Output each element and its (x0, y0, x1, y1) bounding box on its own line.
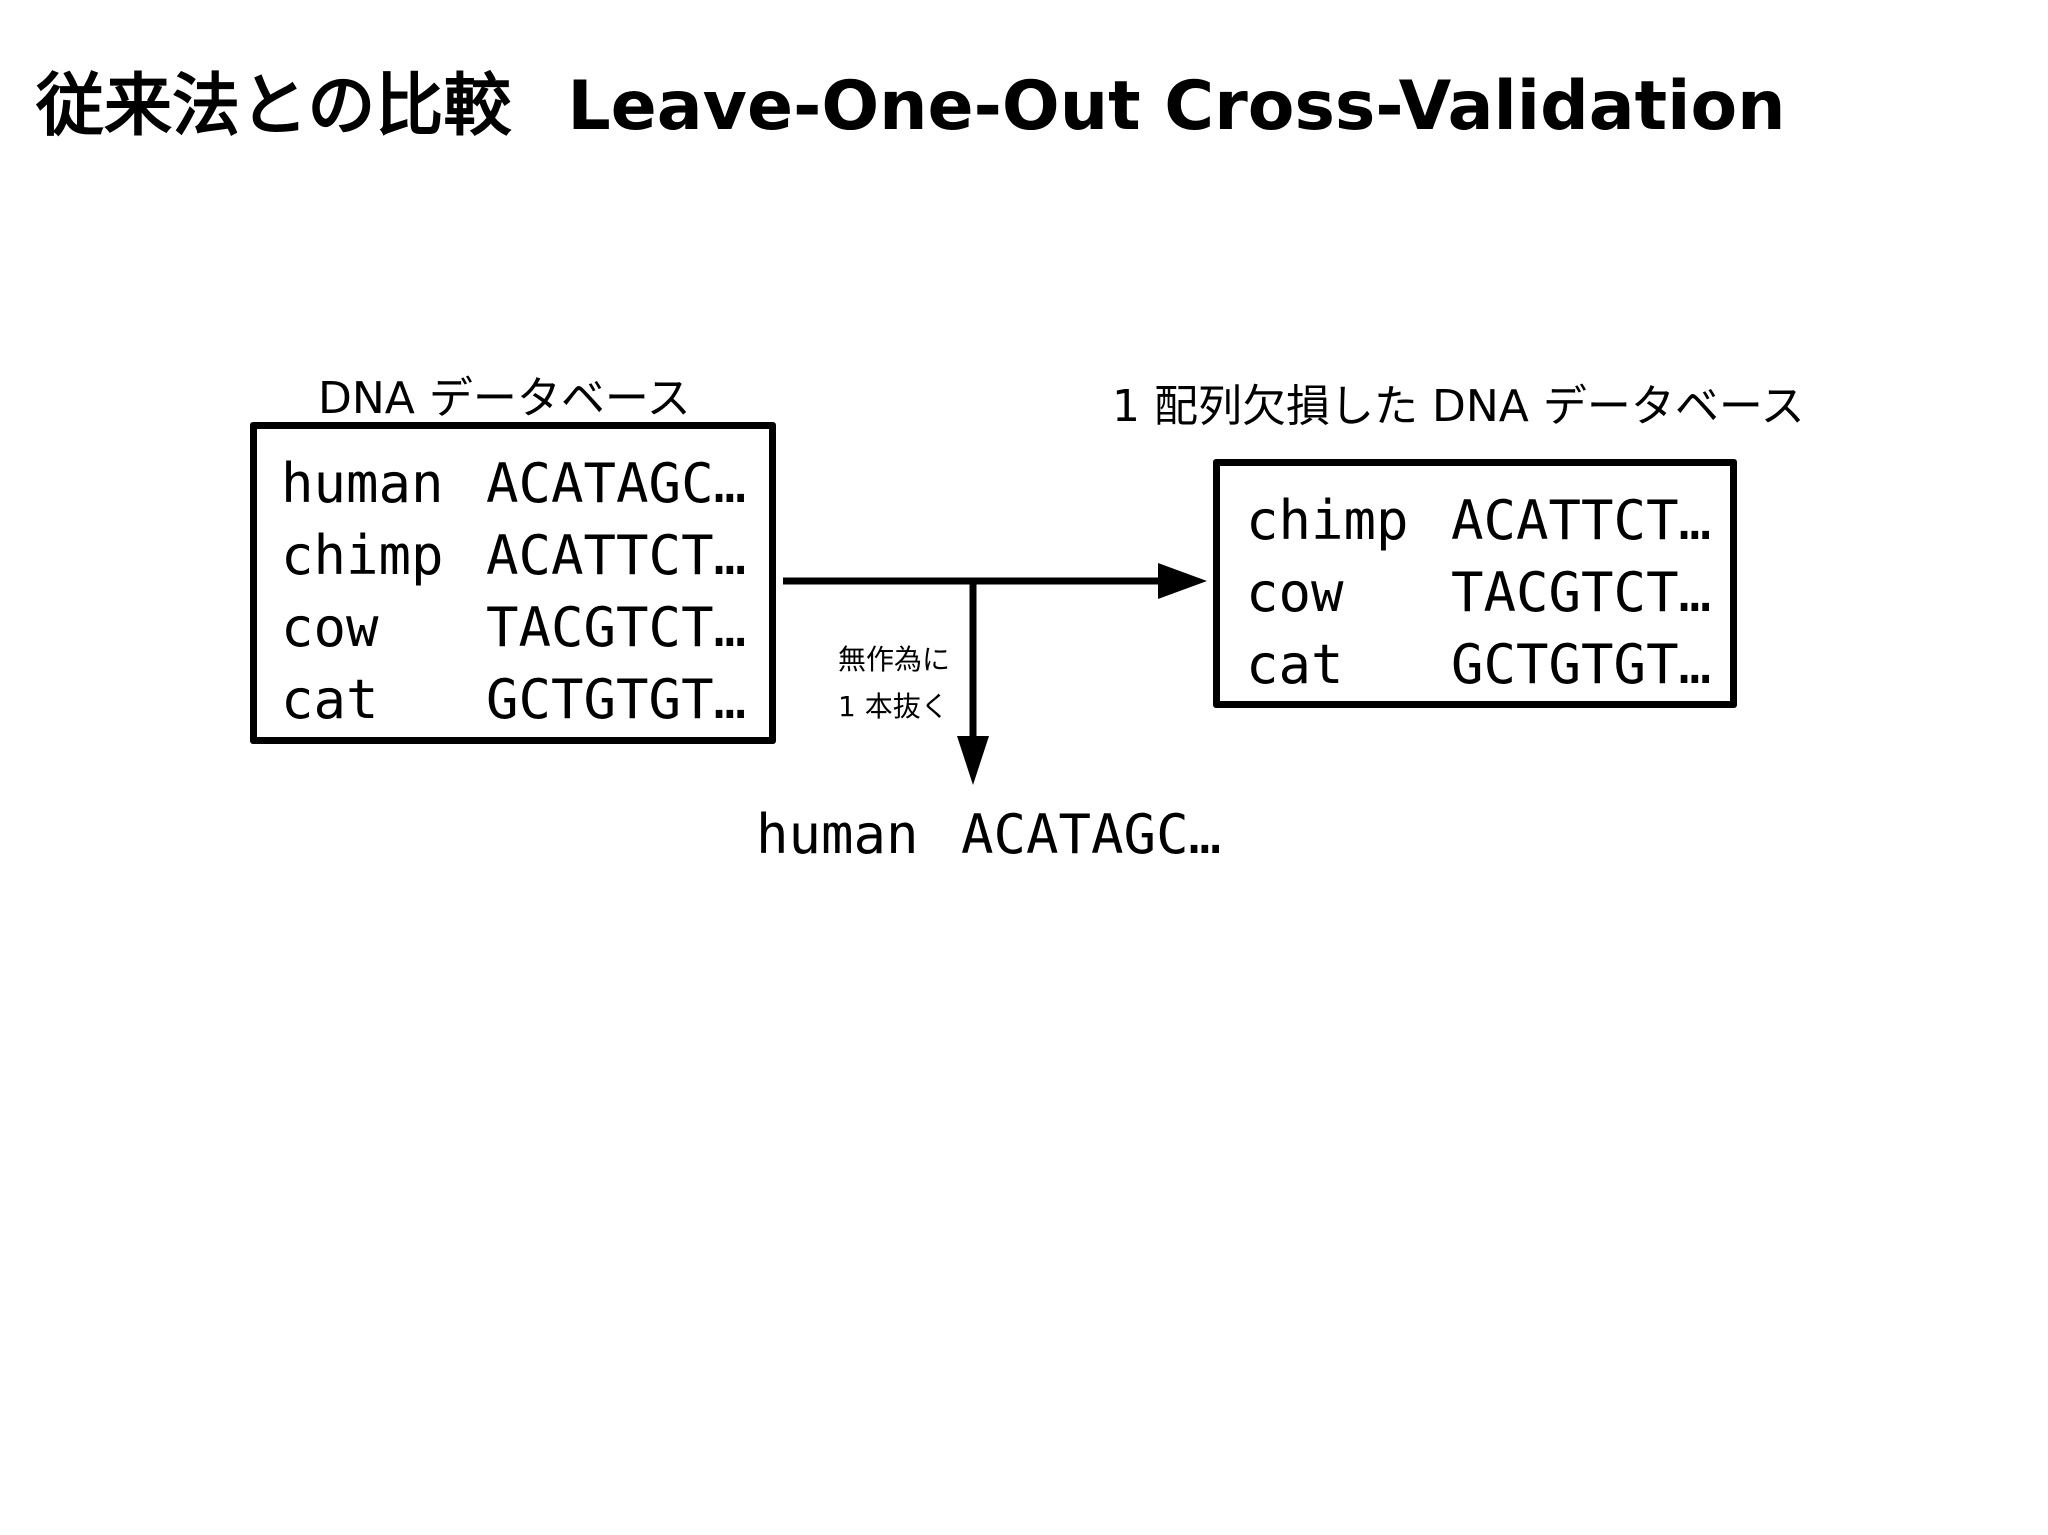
source-db-caption: DNA データベース (318, 373, 691, 424)
slide-title: 従来法との比較 Leave-One-Out Cross-Validation (36, 50, 1786, 149)
title-japanese: 従来法との比較 (36, 67, 512, 146)
arrow-right-head-icon (1158, 563, 1207, 599)
branch-label-line2: 1 本抜く (838, 690, 949, 723)
reduced-db-caption: 1 配列欠損した DNA データベース (1112, 381, 1805, 432)
arrow-down-head-icon (957, 736, 989, 785)
title-english: Leave-One-Out Cross-Validation (567, 67, 1786, 146)
branch-label-line1: 無作為に (838, 643, 951, 676)
